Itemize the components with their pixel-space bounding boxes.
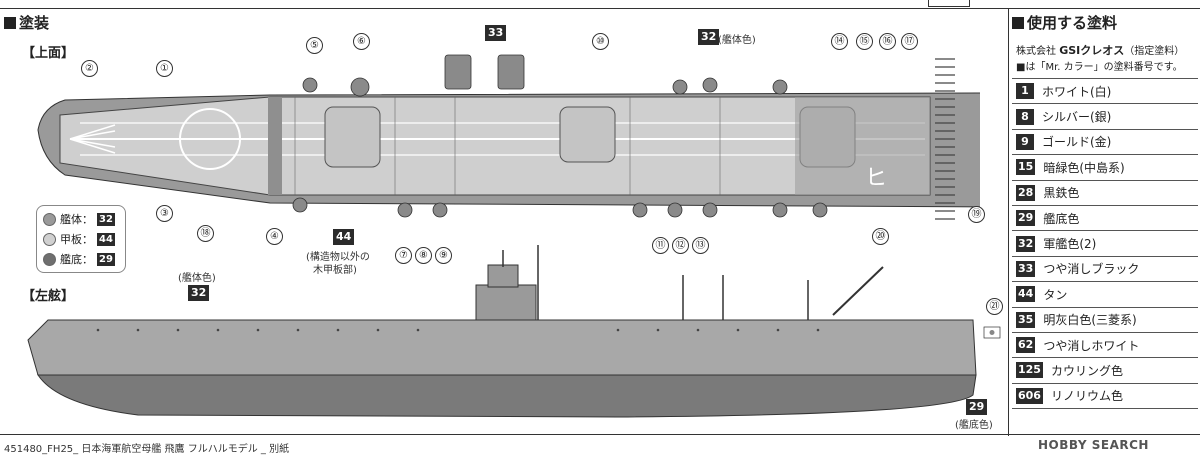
callout-18: ⑱ [197,225,214,242]
panel-square-icon [1012,16,1024,29]
footer-caption: 451480_FH25_ 日本海軍航空母艦 飛鷹 フルハルモデル _ 別紙 [4,444,290,455]
paint-list-panel: 使用する塗料 株式会社 GSIクレオス（指定塗料） ■は「Mr. カラー」の塗料… [1012,8,1198,428]
top-right-tab [928,0,970,7]
legend-row-deck: 甲板： 44 [43,231,115,247]
callout-6: ⑥ [353,33,370,50]
paint44-note-2: 木甲板部) [313,265,357,276]
callout-17: ⑰ [901,33,918,50]
svg-text:ヒ: ヒ [865,166,887,191]
callout-10: ⑩ [592,33,609,50]
paint33-top: 33 [485,25,507,41]
legend-row-bottom: 艦底： 29 [43,251,115,267]
hull-side-bottom [37,374,977,418]
callout-13: ⑬ [692,237,709,254]
side-view-label: 【左舷】 [22,289,75,304]
bottom-border [0,434,1200,435]
callout-1: ① [156,60,173,77]
callout-5: ⑤ [306,37,323,54]
paint32-top: 32 [698,29,720,45]
callout-16: ⑯ [879,33,896,50]
callout-15: ⑮ [856,33,873,50]
side-view-drawing [27,245,1001,418]
callout-8: ⑧ [415,247,432,264]
callout-19: ⑲ [968,206,985,223]
title-square-icon [4,16,16,29]
callout-21: ㉑ [986,298,1003,315]
elevator-mid [559,106,616,163]
hull-side-note: (艦体色) [178,273,216,284]
callout-2: ② [81,60,98,77]
ensign-flag-icon [983,326,1001,339]
watermark: HOBBY SEARCH [1038,438,1149,452]
bottom-side-note: (艦底色) [955,420,993,431]
paint32-top-note: (艦体色) [718,35,756,46]
page-title: 塗装 [4,12,49,33]
hull-side-num: 32 [188,285,210,301]
callout-20: ⑳ [872,228,889,245]
callout-14: ⑭ [831,33,848,50]
callout-7: ⑦ [395,247,412,264]
callout-4: ④ [266,228,283,245]
paint44-top: 44 [333,229,355,245]
legend-bottom-dot [43,252,56,266]
legend-row-hull: 艦体： 32 [43,211,115,227]
legend-deck-dot [43,232,56,246]
legend-hull-dot [43,212,56,226]
panel-divider [1008,8,1009,436]
hull-side-upper [27,319,977,376]
callout-9: ⑨ [435,247,452,264]
deck-circle [179,108,241,170]
top-view-label: 【上面】 [22,46,75,61]
hull-color-legend: 艦体： 32 甲板： 44 艦底： 29 [36,205,126,273]
callout-3: ③ [156,205,173,222]
maker-line: 株式会社 GSIクレオス（指定塗料） [1016,44,1185,57]
bottom-side-num: 29 [966,399,988,415]
elevator-fwd [324,106,381,168]
callout-12: ⑫ [672,237,689,254]
top-border [0,8,1200,9]
panel-title: 使用する塗料 [1012,12,1117,33]
callout-11: ⑪ [652,237,669,254]
top-view-drawing: ヒ [37,54,980,220]
paint44-note-1: (構造物以外の [306,252,370,263]
panel-note: ■は「Mr. カラー」の塗料番号です。 [1016,62,1183,73]
